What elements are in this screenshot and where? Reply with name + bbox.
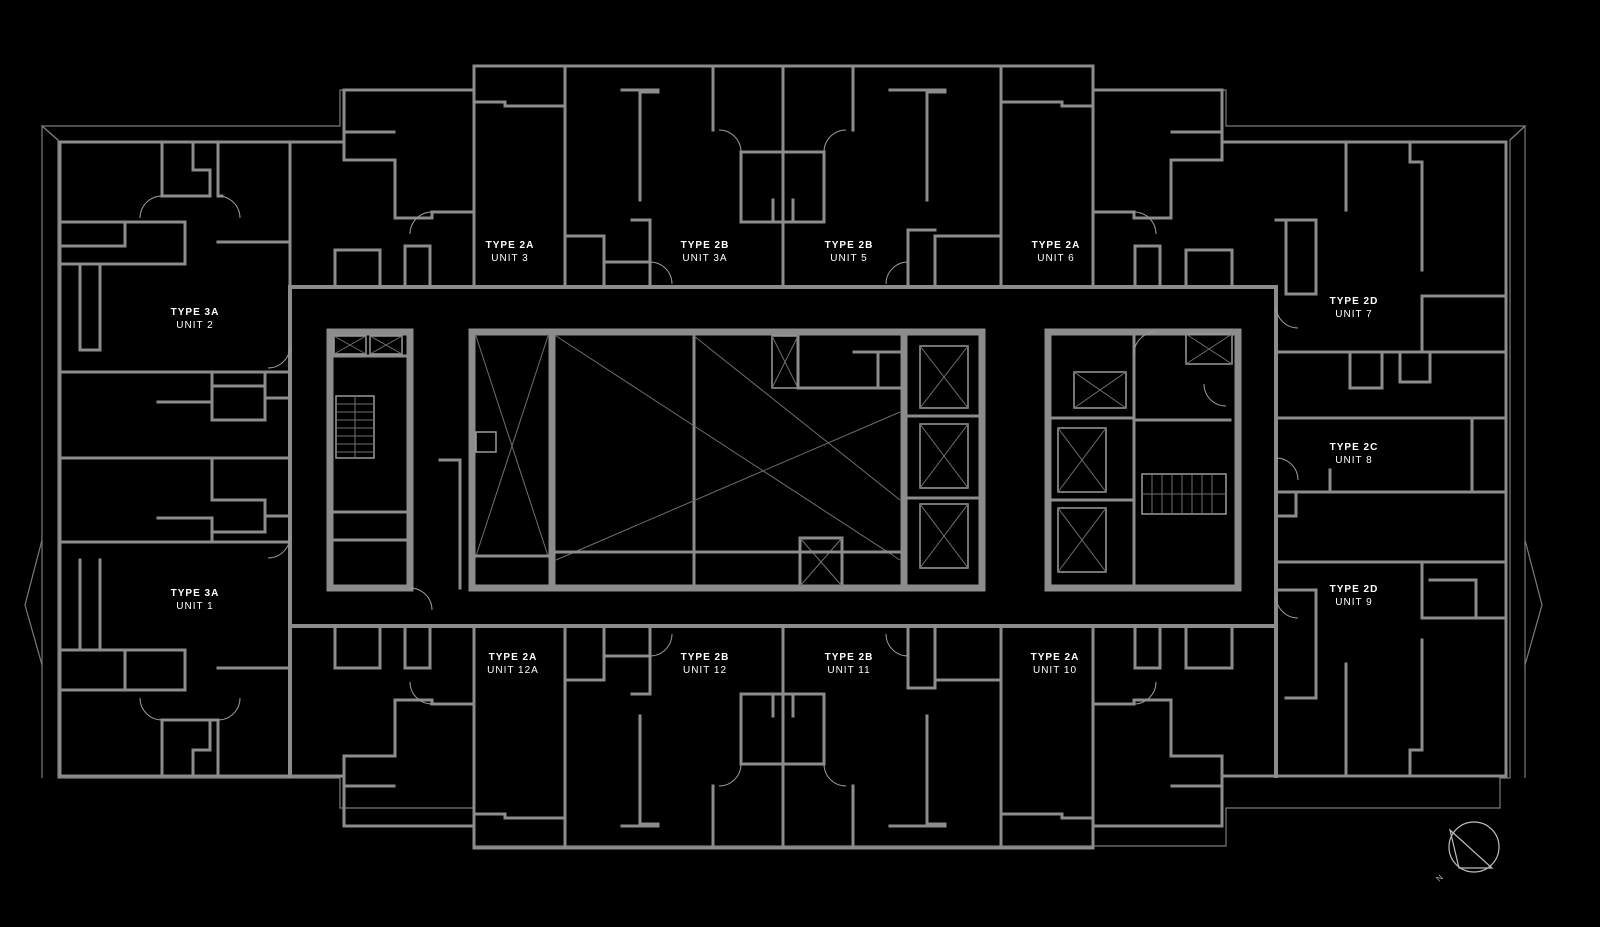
svg-text:TYPE 2A: TYPE 2A (486, 240, 535, 251)
svg-text:TYPE 2B: TYPE 2B (825, 240, 874, 251)
unit-labels: TYPE 2A UNIT 3 TYPE 2B UNIT 3A TYPE 2B U… (171, 240, 1379, 676)
svg-text:TYPE 2B: TYPE 2B (825, 652, 874, 663)
svg-text:UNIT 9: UNIT 9 (1335, 597, 1373, 608)
bottom-unit-walls (333, 624, 1234, 850)
door-swings (139, 129, 1299, 787)
unit-label-5: TYPE 2B UNIT 5 (825, 240, 874, 264)
svg-text:UNIT 12A: UNIT 12A (487, 665, 539, 676)
unit-label-2: TYPE 3A UNIT 2 (171, 307, 220, 331)
svg-text:UNIT 7: UNIT 7 (1335, 309, 1373, 320)
core-walls (326, 328, 1242, 592)
svg-text:UNIT 3: UNIT 3 (491, 253, 529, 264)
svg-text:TYPE 2A: TYPE 2A (1032, 240, 1081, 251)
svg-text:TYPE 2C: TYPE 2C (1330, 442, 1379, 453)
svg-text:TYPE 3A: TYPE 3A (171, 307, 220, 318)
unit-label-11: TYPE 2B UNIT 11 (825, 652, 874, 676)
svg-text:UNIT 11: UNIT 11 (827, 665, 870, 676)
unit-label-8: TYPE 2C UNIT 8 (1330, 442, 1379, 466)
svg-text:UNIT 8: UNIT 8 (1335, 455, 1373, 466)
svg-text:UNIT 5: UNIT 5 (830, 253, 868, 264)
north-compass-icon: N (1434, 821, 1500, 884)
unit-label-7: TYPE 2D UNIT 7 (1330, 296, 1379, 320)
svg-text:UNIT 12: UNIT 12 (683, 665, 727, 676)
unit-label-9: TYPE 2D UNIT 9 (1330, 584, 1379, 608)
svg-text:TYPE 2D: TYPE 2D (1330, 584, 1379, 595)
unit-label-6: TYPE 2A UNIT 6 (1032, 240, 1081, 264)
unit-label-3: TYPE 2A UNIT 3 (486, 240, 535, 264)
unit-label-3a: TYPE 2B UNIT 3A (681, 240, 730, 264)
west-stair (335, 395, 375, 459)
svg-text:UNIT 1: UNIT 1 (176, 601, 214, 612)
compass-label: N (1434, 873, 1445, 884)
svg-text:TYPE 3A: TYPE 3A (171, 588, 220, 599)
top-unit-walls (333, 64, 1234, 289)
unit-label-12a: TYPE 2A UNIT 12A (487, 652, 539, 676)
svg-text:TYPE 2D: TYPE 2D (1330, 296, 1379, 307)
east-unit-walls (1274, 140, 1508, 778)
svg-text:UNIT 2: UNIT 2 (176, 320, 214, 331)
west-unit-walls (58, 140, 292, 778)
east-stair (1141, 473, 1227, 515)
svg-text:TYPE 2A: TYPE 2A (1031, 652, 1080, 663)
svg-text:TYPE 2B: TYPE 2B (681, 652, 730, 663)
unit-label-1: TYPE 3A UNIT 1 (171, 588, 220, 612)
svg-text:TYPE 2B: TYPE 2B (681, 240, 730, 251)
svg-text:TYPE 2A: TYPE 2A (489, 652, 538, 663)
svg-text:UNIT 3A: UNIT 3A (682, 253, 727, 264)
unit-label-10: TYPE 2A UNIT 10 (1031, 652, 1080, 676)
unit-label-12: TYPE 2B UNIT 12 (681, 652, 730, 676)
svg-text:UNIT 6: UNIT 6 (1037, 253, 1075, 264)
svg-text:UNIT 10: UNIT 10 (1033, 665, 1077, 676)
